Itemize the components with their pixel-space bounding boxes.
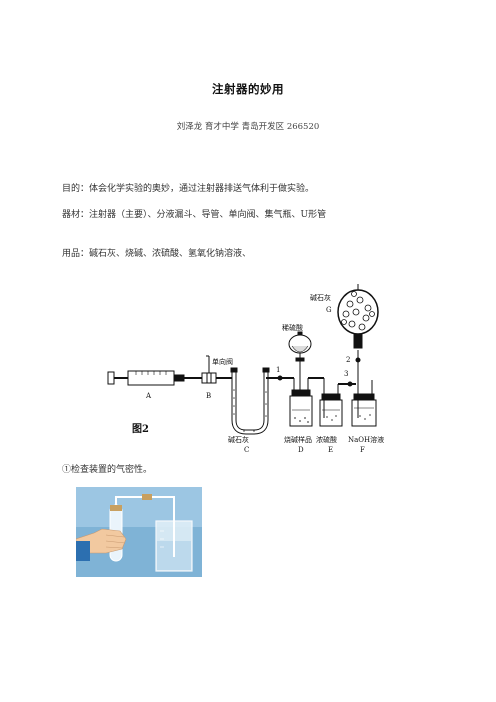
airtightness-photo <box>76 487 202 577</box>
label-conc-acid: 浓硫酸 <box>316 435 337 444</box>
flask-d <box>288 331 313 427</box>
hand <box>76 528 127 561</box>
label-valve-3: 3 <box>344 370 348 378</box>
label-g: G <box>326 306 332 314</box>
label-d: D <box>298 446 304 454</box>
apparatus-diagram: A B 单向阀 图2 碱石灰 C 1 稀硫酸 烧碱样品 D 浓硫酸 E NaOH… <box>107 284 384 454</box>
label-valve-1: 1 <box>276 366 280 374</box>
document-title: 注射器的妙用 <box>212 82 284 96</box>
label-soda-lime-top: 碱石灰 <box>310 293 331 302</box>
equipment-line: 器材：注射器（主要）、分液漏斗、导管、单向阀、集气瓶、U形管 <box>62 210 327 220</box>
label-naoh: NaOH溶液 <box>348 435 384 444</box>
label-c: C <box>244 446 249 454</box>
label-sample: 烧碱样品 <box>284 435 312 444</box>
label-single-valve: 单向阀 <box>212 357 233 366</box>
figure-label: 图2 <box>132 423 149 435</box>
u-tube-c <box>230 367 270 435</box>
label-valve-2: 2 <box>346 356 350 364</box>
label-e: E <box>328 446 333 454</box>
supplies-line: 用品：碱石灰、烧碱、浓硫酸、氢氧化钠溶液、 <box>62 249 252 259</box>
purpose-line: 目的：体会化学实验的奥妙，通过注射器排送气体利于做实验。 <box>62 184 315 194</box>
label-dilute-acid: 稀硫酸 <box>282 323 303 332</box>
author-line: 刘泽龙 育才中学 青岛开发区 266520 <box>176 122 320 132</box>
bottle-e <box>319 378 343 427</box>
label-a: A <box>145 392 152 400</box>
label-b: B <box>206 392 211 400</box>
bottle-f <box>351 380 377 427</box>
label-f: F <box>360 446 365 454</box>
step-1-line: ①检查装置的气密性。 <box>62 465 153 475</box>
drying-tube-g <box>337 284 379 349</box>
syringe-a <box>107 370 185 386</box>
label-soda-lime-u: 碱石灰 <box>228 435 249 444</box>
